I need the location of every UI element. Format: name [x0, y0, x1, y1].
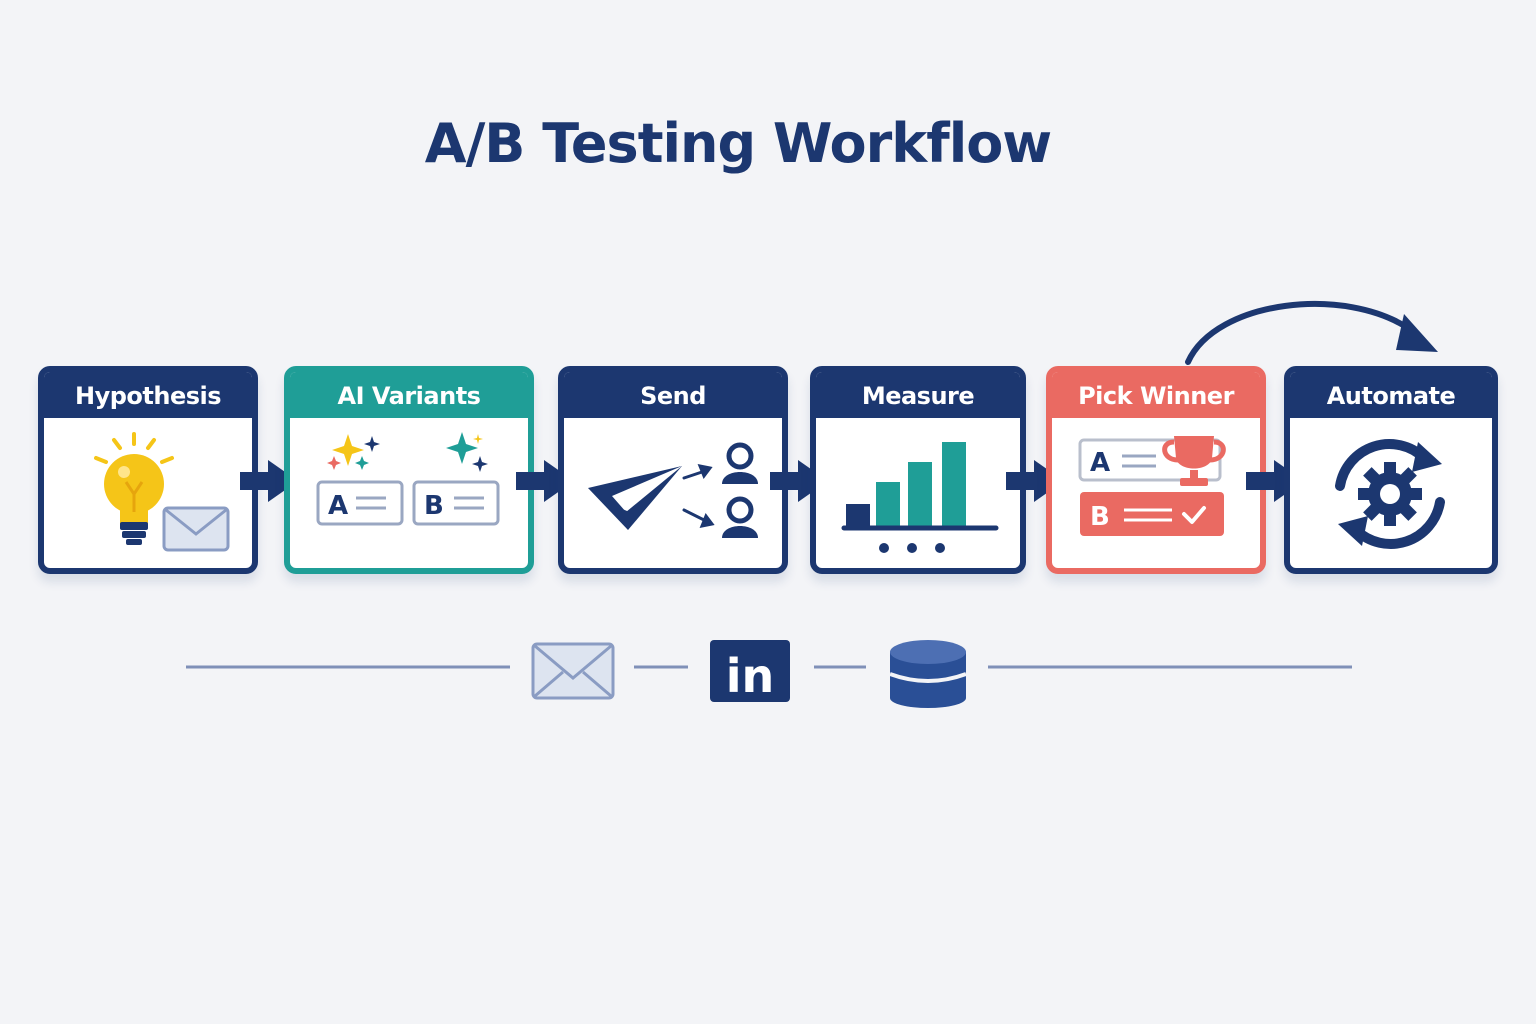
step-label: Measure — [816, 372, 1020, 418]
step-label: Hypothesis — [44, 372, 252, 418]
step-card-hypothesis: Hypothesis — [38, 366, 258, 574]
step-card-automate: Automate — [1284, 366, 1498, 574]
envelope-icon — [531, 642, 615, 700]
variant-b-label: B — [1090, 502, 1110, 532]
variant-b-card: B — [412, 480, 500, 526]
loop-arrow-icon — [1185, 301, 1438, 365]
send-arrows — [682, 463, 715, 529]
diagram-title: A/B Testing Workflow — [424, 112, 1052, 175]
step-label: AI Variants — [290, 372, 528, 418]
step-card-measure: Measure — [810, 366, 1026, 574]
flow-arrow-icon — [240, 460, 298, 502]
trophy-icon — [1162, 436, 1226, 486]
more-dots-icon — [879, 543, 945, 553]
step-label: Send — [564, 372, 782, 418]
step-card-send: Send — [558, 366, 788, 574]
user-icon — [722, 496, 758, 538]
user-icon — [722, 442, 758, 484]
variant-a-card: A — [316, 480, 404, 526]
paper-plane-icon — [588, 466, 682, 530]
bar-chart-icon — [841, 442, 999, 531]
check-icon — [1182, 506, 1206, 524]
step-label: Automate — [1290, 372, 1492, 418]
step-card-ai-variants: AI Variants A B — [284, 366, 534, 574]
variant-a-label: A — [328, 491, 348, 521]
lightbulb-icon — [94, 432, 174, 545]
linkedin-text: in — [726, 649, 775, 703]
database-icon — [889, 640, 967, 708]
sparkle-icon — [446, 432, 488, 472]
envelope-icon — [162, 506, 230, 552]
variant-b-winner-card: B — [1080, 492, 1224, 536]
channels-row: in — [186, 640, 1352, 708]
linkedin-icon: in — [710, 640, 790, 703]
step-label: Pick Winner — [1052, 372, 1260, 418]
gear-cycle-icon — [1335, 439, 1445, 549]
step-card-pick-winner: Pick Winner A B — [1046, 366, 1266, 574]
variant-b-label: B — [424, 491, 444, 521]
variant-a-label: A — [1090, 448, 1110, 478]
sparkle-icon — [327, 434, 380, 470]
